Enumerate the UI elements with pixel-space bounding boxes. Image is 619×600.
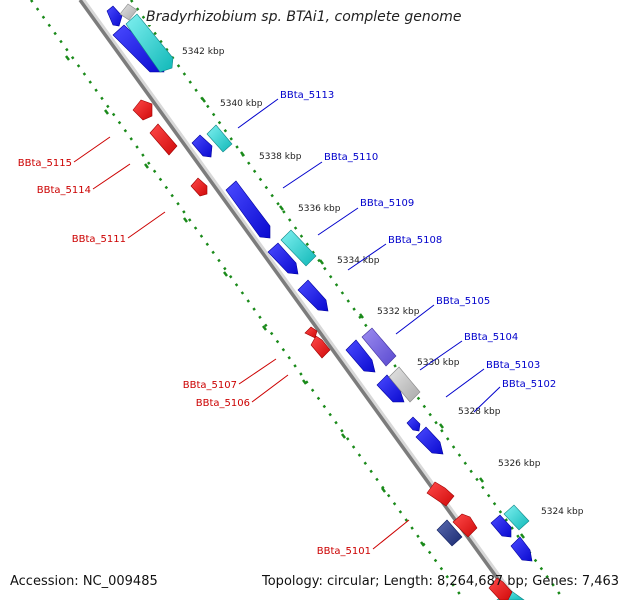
gene-arrow[interactable] (436, 519, 463, 547)
ruler-label: 5336 kbp (298, 204, 341, 214)
gene-arrow[interactable] (376, 374, 405, 403)
ruler-label: 5342 kbp (182, 47, 225, 57)
ruler-label: 5326 kbp (498, 459, 541, 469)
ruler-label: 5328 kbp (458, 407, 501, 417)
gene-label[interactable]: BBta_5104 (464, 332, 518, 343)
gene-arrow[interactable] (415, 426, 444, 455)
gene-arrow[interactable] (149, 123, 178, 156)
gene-arrow[interactable] (304, 326, 318, 339)
gene-label[interactable]: BBta_5115 (18, 158, 72, 169)
forward-gene-labels: BBta_5113 BBta_5110 BBta_5109 BBta_5108 … (280, 90, 556, 390)
gene-label[interactable]: BBta_5108 (388, 235, 442, 246)
gene-arrow[interactable] (106, 5, 123, 27)
genome-map-view: 5342 kbp 5340 kbp 5338 kbp 5336 kbp 5334… (10, 0, 619, 600)
gene-label[interactable]: BBta_5109 (360, 198, 414, 209)
forward-label-leaders (237, 98, 501, 413)
gene-arrow[interactable] (132, 99, 153, 121)
gene-arrow[interactable] (191, 134, 213, 158)
forward-position-track (129, 0, 566, 600)
gene-arrow[interactable] (361, 327, 397, 367)
gene-arrow[interactable] (426, 481, 455, 507)
gene-arrow[interactable] (406, 416, 421, 432)
gene-arrow[interactable] (310, 335, 331, 359)
gene-arrow[interactable] (452, 513, 478, 538)
gene-label[interactable]: BBta_5102 (502, 379, 556, 390)
gene-label[interactable]: BBta_5113 (280, 90, 334, 101)
gene-label[interactable]: BBta_5101 (317, 546, 371, 557)
accession-text: Accession: NC_009485 (10, 574, 158, 589)
gene-label[interactable]: BBta_5107 (183, 380, 237, 391)
gene-arrow[interactable] (206, 124, 233, 153)
gene-label[interactable]: BBta_5106 (196, 398, 250, 409)
gene-arrow[interactable] (267, 242, 299, 275)
kbp-ruler: 5342 kbp 5340 kbp 5338 kbp 5336 kbp 5334… (182, 47, 584, 517)
genome-map-canvas: 5342 kbp 5340 kbp 5338 kbp 5336 kbp 5334… (18, 0, 584, 600)
gene-arrow[interactable] (297, 279, 329, 312)
ruler-label: 5334 kbp (337, 256, 380, 266)
ruler-label: 5330 kbp (417, 358, 460, 368)
gene-arrow[interactable] (225, 180, 271, 239)
track-ticks (65, 53, 525, 547)
gene-arrow[interactable] (190, 177, 208, 197)
gene-arrow[interactable] (388, 366, 421, 403)
gene-label[interactable]: BBta_5110 (324, 152, 378, 163)
ruler-label: 5338 kbp (259, 152, 302, 162)
ruler-label: 5324 kbp (541, 507, 584, 517)
gene-label[interactable]: BBta_5111 (72, 234, 126, 245)
gene-label[interactable]: BBta_5103 (486, 360, 540, 371)
ruler-label: 5340 kbp (220, 99, 263, 109)
gene-label[interactable]: BBta_5105 (436, 296, 490, 307)
ruler-label: 5332 kbp (377, 307, 420, 317)
reverse-label-leaders (73, 136, 410, 550)
genome-title: Bradyrhizobium sp. BTAi1, complete genom… (146, 9, 462, 25)
gene-arrow[interactable] (119, 3, 138, 21)
gene-arrow[interactable] (510, 536, 533, 562)
gene-arrow[interactable] (345, 339, 376, 373)
gene-arrow[interactable] (503, 504, 530, 531)
reverse-gene-labels: BBta_5115 BBta_5114 BBta_5111 BBta_5107 … (18, 158, 371, 557)
gene-label[interactable]: BBta_5114 (37, 185, 91, 196)
gene-arrow[interactable] (488, 577, 513, 600)
topology-summary: Topology: circular; Length: 8,264,687 bp… (262, 574, 619, 589)
reverse-position-track (29, 0, 466, 600)
gene-arrow[interactable] (125, 13, 174, 73)
gene-arrow[interactable] (490, 514, 512, 538)
reverse-gene-arrows (132, 99, 513, 600)
gene-arrow[interactable] (280, 229, 317, 267)
